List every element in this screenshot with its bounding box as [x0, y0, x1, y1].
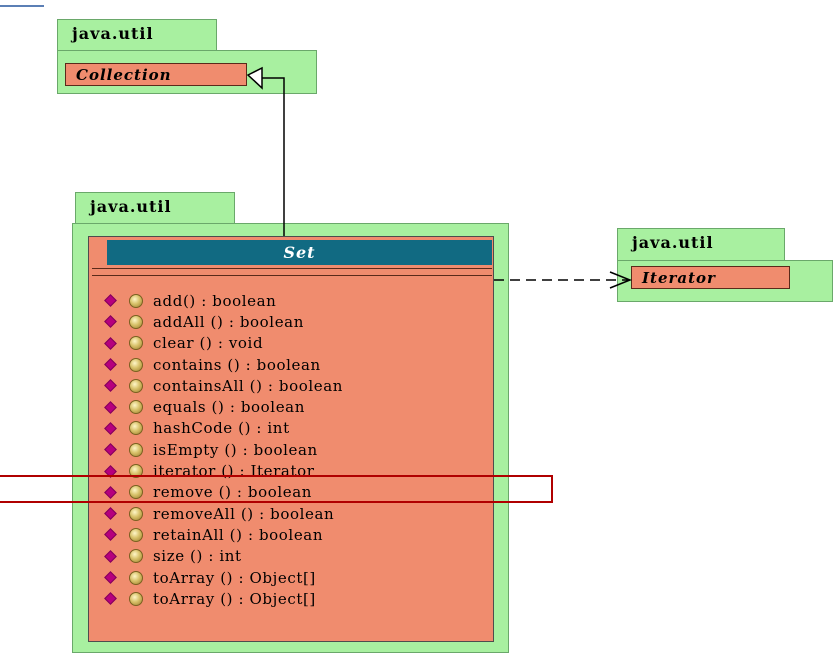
method-icon — [129, 314, 143, 329]
method-signature: size () : int — [153, 547, 242, 566]
method-signature: toArray () : Object[] — [153, 568, 316, 587]
method-signature: remove () : boolean — [153, 483, 313, 502]
top-left-line — [0, 5, 44, 7]
method-item[interactable]: isEmpty () : boolean — [103, 439, 343, 460]
method-icon — [129, 570, 143, 585]
method-signature: contains () : boolean — [153, 355, 321, 374]
method-signature: hashCode () : int — [153, 419, 290, 438]
method-signature: isEmpty () : boolean — [153, 440, 318, 459]
method-item[interactable]: contains () : boolean — [103, 354, 343, 375]
method-icon — [129, 485, 143, 500]
method-signature: containsAll () : boolean — [153, 376, 344, 395]
method-icon — [129, 378, 143, 393]
method-signature: toArray () : Object[] — [153, 589, 316, 608]
method-item[interactable]: removeAll () : boolean — [103, 503, 343, 524]
package-tab-set: java.util — [75, 192, 235, 224]
method-icon — [129, 421, 143, 436]
method-signature: retainAll () : boolean — [153, 525, 324, 544]
method-item[interactable]: size () : int — [103, 546, 343, 567]
package-label: java.util — [90, 197, 172, 216]
class-set-header: Set — [107, 240, 492, 265]
method-item[interactable]: addAll () : boolean — [103, 311, 343, 332]
class-collection[interactable]: Collection — [65, 63, 247, 86]
method-icon — [129, 464, 143, 479]
method-item[interactable]: containsAll () : boolean — [103, 375, 343, 396]
class-name: Set — [283, 243, 316, 262]
method-signature: addAll () : boolean — [153, 312, 304, 331]
package-label: java.util — [72, 24, 154, 43]
method-item[interactable]: retainAll () : boolean — [103, 524, 343, 545]
dependency-arrowhead — [609, 271, 633, 289]
method-icon — [129, 336, 143, 351]
generalization-arrowhead — [246, 66, 263, 90]
class-name: Iterator — [642, 269, 716, 287]
method-item[interactable]: toArray () : Object[] — [103, 567, 343, 588]
method-icon — [129, 357, 143, 372]
generalization-line — [262, 77, 285, 236]
package-label: java.util — [632, 233, 714, 252]
method-signature: clear () : void — [153, 334, 264, 353]
method-item[interactable]: hashCode () : int — [103, 418, 343, 439]
method-item[interactable]: add() : boolean — [103, 290, 343, 311]
method-signature: add() : boolean — [153, 291, 277, 310]
method-item[interactable]: equals () : boolean — [103, 396, 343, 417]
method-icon — [129, 549, 143, 564]
method-icon — [129, 527, 143, 542]
method-icon — [129, 591, 143, 606]
attribute-separator — [92, 268, 492, 269]
package-tab-iterator: java.util — [617, 228, 785, 261]
method-icon — [129, 442, 143, 457]
highlight-iterator-method — [0, 475, 553, 503]
method-item[interactable]: clear () : void — [103, 333, 343, 354]
method-item[interactable]: toArray () : Object[] — [103, 588, 343, 609]
method-signature: removeAll () : boolean — [153, 504, 335, 523]
method-signature: equals () : boolean — [153, 398, 305, 417]
method-icon — [129, 293, 143, 308]
method-separator — [92, 275, 492, 276]
method-icon — [129, 400, 143, 415]
method-item[interactable]: remove () : boolean — [103, 482, 343, 503]
class-iterator[interactable]: Iterator — [631, 266, 790, 289]
class-set[interactable]: Set add() : boolean addAll () : boolean cl… — [88, 236, 494, 642]
class-name: Collection — [76, 66, 172, 84]
package-tab-collection: java.util — [57, 19, 217, 51]
method-icon — [129, 506, 143, 521]
